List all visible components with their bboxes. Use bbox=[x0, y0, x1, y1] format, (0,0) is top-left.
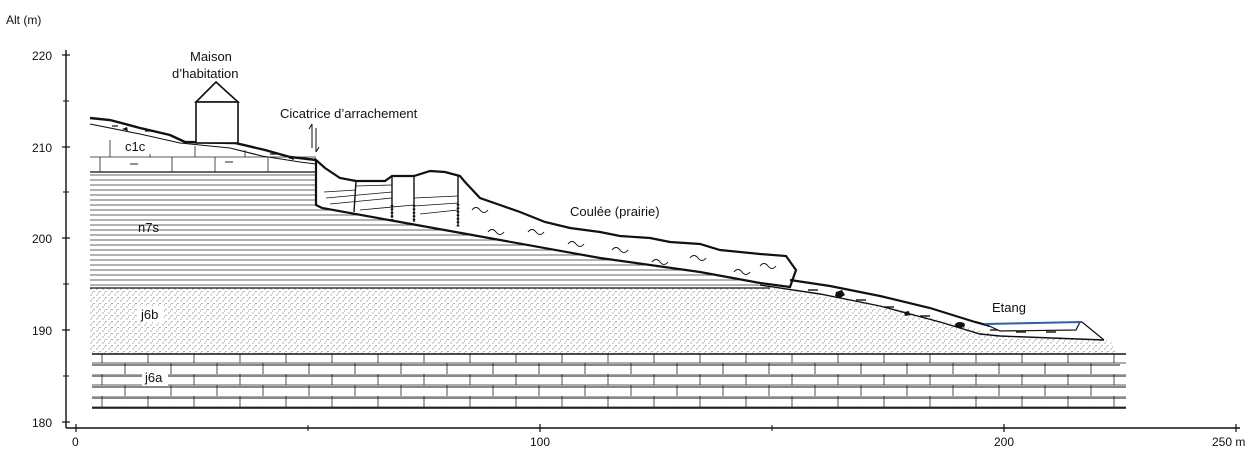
x-axis bbox=[66, 424, 1240, 432]
scarp-label: Cicatrice d’arrachement bbox=[280, 106, 418, 121]
y-tick-label-200: 200 bbox=[32, 232, 52, 246]
layer-label-j6b: j6b bbox=[140, 307, 158, 322]
y-axis-title: Alt (m) bbox=[6, 13, 41, 27]
x-tick-label-200: 200 bbox=[994, 435, 1014, 449]
house-label-line2: d’habitation bbox=[172, 66, 239, 81]
scarp-arrow-icon bbox=[308, 123, 320, 153]
x-tick-label-100: 100 bbox=[530, 435, 550, 449]
pond bbox=[984, 321, 1105, 341]
y-tick-label-210: 210 bbox=[32, 141, 52, 155]
house-label-line1: Maison bbox=[190, 49, 232, 64]
surface-profile bbox=[89, 116, 317, 165]
x-tick-label-250: 250 m bbox=[1212, 435, 1245, 449]
layer-label-c1c: c1c bbox=[125, 139, 146, 154]
layer-j6b bbox=[90, 287, 1116, 354]
layer-j6a bbox=[92, 353, 1126, 409]
downslope-colluvium bbox=[759, 278, 1105, 341]
y-tick-label-190: 190 bbox=[32, 324, 52, 338]
pond-label: Etang bbox=[992, 300, 1026, 315]
pond-water-line bbox=[984, 321, 1083, 325]
y-tick-label-220: 220 bbox=[32, 49, 52, 63]
x-tick-label-0: 0 bbox=[72, 435, 79, 449]
layer-label-n7s: n7s bbox=[138, 220, 159, 235]
y-tick-label-180: 180 bbox=[32, 416, 52, 430]
flow-label: Coulée (prairie) bbox=[570, 204, 660, 219]
layer-label-j6a: j6a bbox=[144, 370, 163, 385]
slide-mass bbox=[314, 157, 798, 289]
house-icon bbox=[194, 80, 241, 144]
y-axis bbox=[62, 50, 70, 428]
